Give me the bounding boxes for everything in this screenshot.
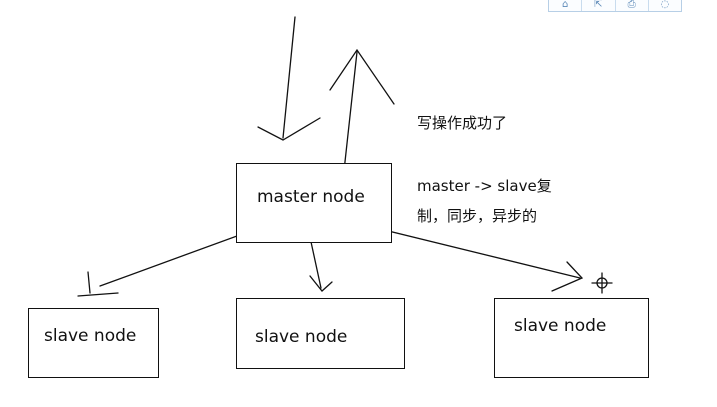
slave-node-left-label: slave node [44, 326, 137, 346]
export-icon[interactable]: ⇱ [582, 0, 616, 11]
ack-arrow [342, 51, 358, 181]
crosshair-icon [591, 272, 613, 294]
comment-icon[interactable]: ◌ [660, 0, 670, 10]
edge-master-to-slave-right [367, 225, 581, 279]
ack-arrowhead [329, 48, 395, 105]
incoming-write-arrow [282, 16, 296, 139]
slave-left-arrowhead [77, 271, 119, 297]
incoming-write-arrowhead [257, 117, 321, 141]
slave-node-middle [236, 298, 405, 369]
write-success-note: 写操作成功了 [417, 114, 508, 132]
slave-node-left [28, 308, 159, 378]
replication-note-line1: master -> slave复 [417, 177, 552, 195]
crosshair-ring-icon [596, 277, 608, 289]
replication-note-line2: 制，同步，异步的 [417, 207, 538, 225]
toolbar: ⌂ ⇱ ⎙ ◌ [548, 0, 682, 12]
print-icon[interactable]: ⎙ [616, 0, 649, 11]
master-node [236, 163, 392, 243]
slave-right-arrowhead [551, 261, 584, 292]
slave-middle-arrowhead [309, 275, 333, 292]
slave-node-middle-label: slave node [255, 327, 348, 347]
home-icon[interactable]: ⌂ [549, 0, 583, 11]
slave-node-right [494, 298, 649, 378]
master-node-label: master node [257, 187, 365, 207]
slave-node-right-label: slave node [514, 316, 607, 336]
